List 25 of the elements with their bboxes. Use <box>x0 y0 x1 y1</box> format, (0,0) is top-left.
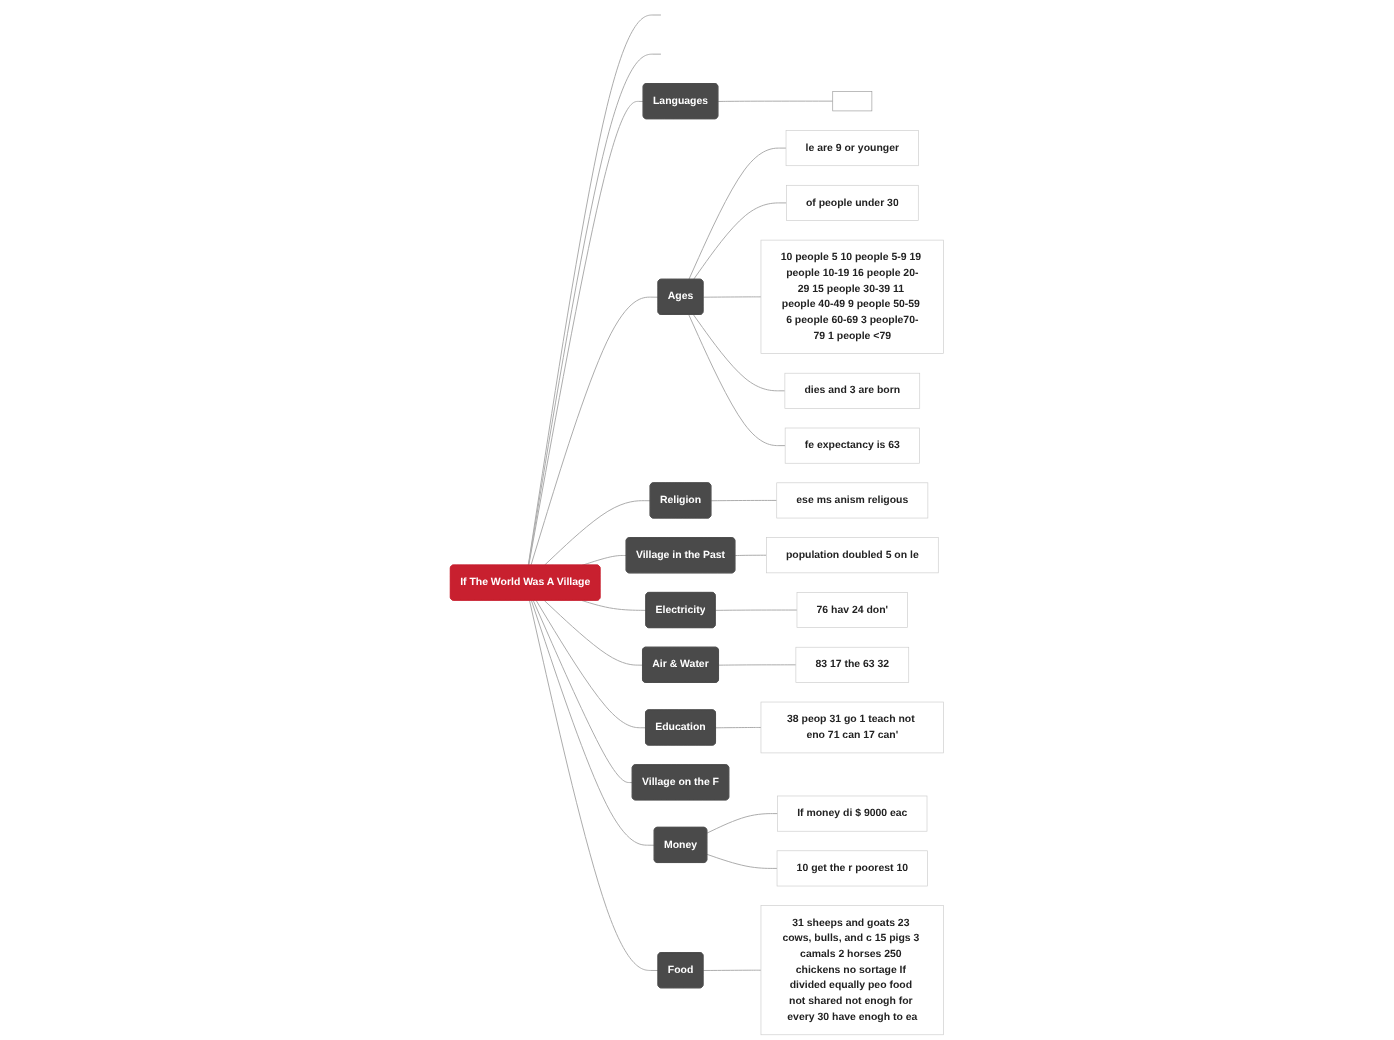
connector-line <box>528 100 644 566</box>
connector-line <box>529 600 659 971</box>
connector-line <box>581 555 627 566</box>
connector-line <box>715 609 798 611</box>
connector-line <box>532 600 634 784</box>
connector-line <box>715 727 762 729</box>
connector-line <box>718 664 797 666</box>
connector-line <box>535 600 647 729</box>
connector-line <box>706 813 779 834</box>
connector-line <box>693 202 787 281</box>
connector-line <box>734 554 767 557</box>
node-box <box>832 91 873 112</box>
connector-line <box>710 499 778 502</box>
connector-line <box>530 600 655 846</box>
connector-line <box>530 296 659 566</box>
connector-line <box>693 314 786 392</box>
connector-line <box>688 147 787 281</box>
connector-line <box>543 500 651 566</box>
connector-line <box>717 100 834 102</box>
connector-line <box>543 600 644 666</box>
connector-line <box>581 600 647 611</box>
connector-line <box>706 853 778 869</box>
connector-line <box>702 296 762 298</box>
connector-line <box>688 314 786 447</box>
connector-line <box>702 969 762 971</box>
